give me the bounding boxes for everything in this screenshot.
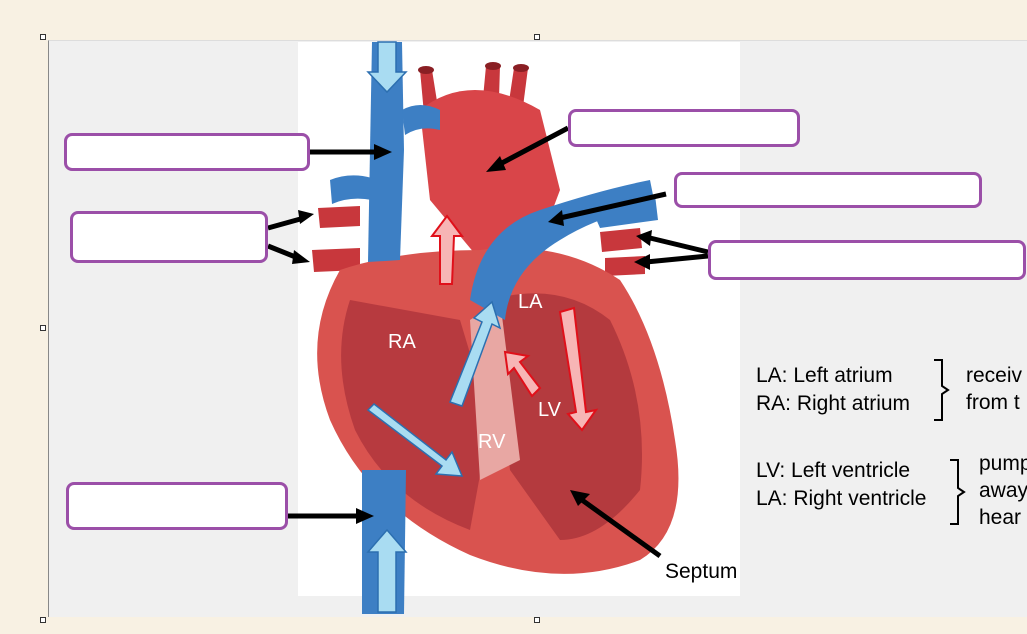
legend-lv-ventricle: LV: Left ventricle <box>756 459 911 482</box>
label-lv: LV <box>538 399 561 421</box>
ventricle-note-line2: away <box>979 479 1027 502</box>
atria-note-line1: receiv <box>966 364 1023 387</box>
legend-rv-ventricle: LA: Right ventricle <box>756 487 927 510</box>
atria-brace <box>934 359 950 421</box>
flow-arrow-aorta <box>430 214 464 285</box>
ventricle-note-line1: pump <box>979 452 1027 475</box>
label-box-aorta[interactable] <box>568 109 800 147</box>
ventricle-brace <box>950 459 966 525</box>
label-box-right-pulmonary-veins[interactable] <box>70 211 268 263</box>
ventricle-note-line3: hear <box>979 506 1022 529</box>
label-la: LA <box>518 291 543 313</box>
flow-arrow-ra-to-rv <box>366 403 464 477</box>
label-septum: Septum <box>665 560 738 583</box>
flow-arrow-lv-to-aorta <box>503 350 542 398</box>
legend-ra-atrium: RA: Right atrium <box>756 392 911 415</box>
resize-handle-top-middle[interactable] <box>534 34 540 40</box>
legend-la-atrium: LA: Left atrium <box>756 364 893 387</box>
atria-note-line2: from t <box>966 391 1020 414</box>
flow-arrow-la-to-lv <box>558 306 599 432</box>
resize-handle-middle-left[interactable] <box>40 325 46 331</box>
label-box-left-pulmonary-veins[interactable] <box>708 240 1026 280</box>
label-box-superior-vena-cava[interactable] <box>64 133 310 171</box>
label-ra: RA <box>388 331 416 353</box>
resize-handle-bottom-left[interactable] <box>40 617 46 623</box>
resize-handle-bottom-middle[interactable] <box>534 617 540 623</box>
label-box-pulmonary-artery[interactable] <box>674 172 982 208</box>
flow-arrow-ivc <box>366 528 408 613</box>
label-rv: RV <box>478 431 506 453</box>
label-box-inferior-vena-cava[interactable] <box>66 482 288 530</box>
resize-handle-top-left[interactable] <box>40 34 46 40</box>
flow-arrow-svc <box>366 41 408 94</box>
flow-arrow-rv-to-pa <box>449 300 502 407</box>
